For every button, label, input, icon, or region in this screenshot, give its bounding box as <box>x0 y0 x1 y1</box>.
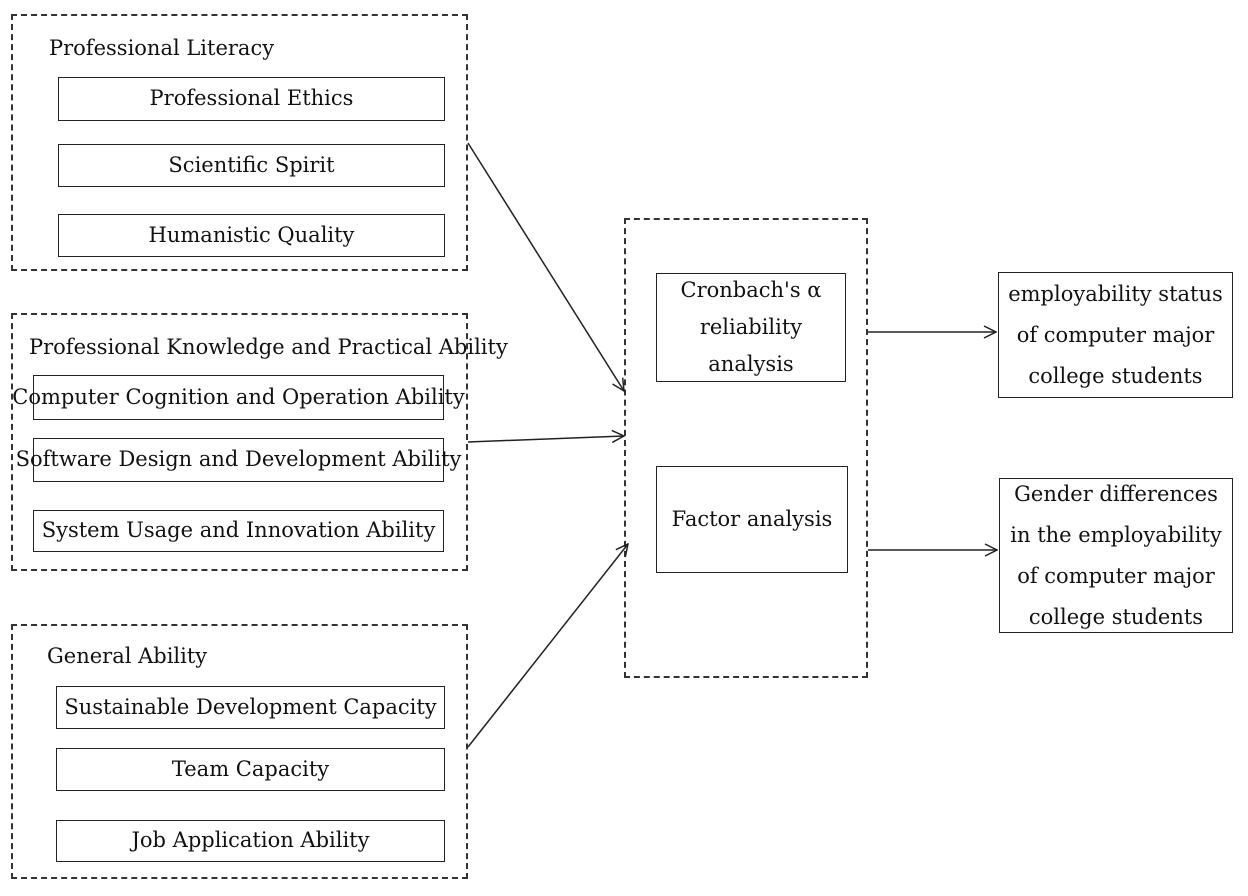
sustainable-development-box: Sustainable Development Capacity <box>56 686 445 729</box>
employability-status-box: employability status of computer major c… <box>998 272 1233 398</box>
arrow-general-to-analysis <box>467 544 628 748</box>
computer-cognition-box: Computer Cognition and Operation Ability <box>12 375 465 420</box>
arrow-literacy-to-analysis <box>467 142 624 391</box>
job-application-box: Job Application Ability <box>56 820 445 862</box>
professional-knowledge-group: Professional Knowledge and Practical Abi… <box>11 313 508 571</box>
professional-knowledge-title: Professional Knowledge and Practical Abi… <box>29 335 508 359</box>
scientific-spirit-box: Scientific Spirit <box>58 144 445 187</box>
professional-literacy-group: Professional Literacy <box>11 14 468 271</box>
humanistic-quality-box: Humanistic Quality <box>58 214 445 257</box>
arrow-knowledge-to-analysis <box>467 436 624 442</box>
general-ability-group: General Ability <box>11 624 468 879</box>
professional-ethics-box: Professional Ethics <box>58 77 445 121</box>
factor-analysis-box: Factor analysis <box>656 466 848 573</box>
software-design-box: Software Design and Development Ability <box>16 438 461 482</box>
analysis-group <box>624 218 868 678</box>
team-capacity-box: Team Capacity <box>56 748 445 791</box>
reliability-analysis-box: Cronbach's α reliability analysis <box>656 273 846 382</box>
system-usage-box: System Usage and Innovation Ability <box>33 510 444 552</box>
general-ability-title: General Ability <box>47 644 208 668</box>
professional-literacy-title: Professional Literacy <box>49 36 275 60</box>
gender-differences-box: Gender differences in the employability … <box>999 478 1233 633</box>
